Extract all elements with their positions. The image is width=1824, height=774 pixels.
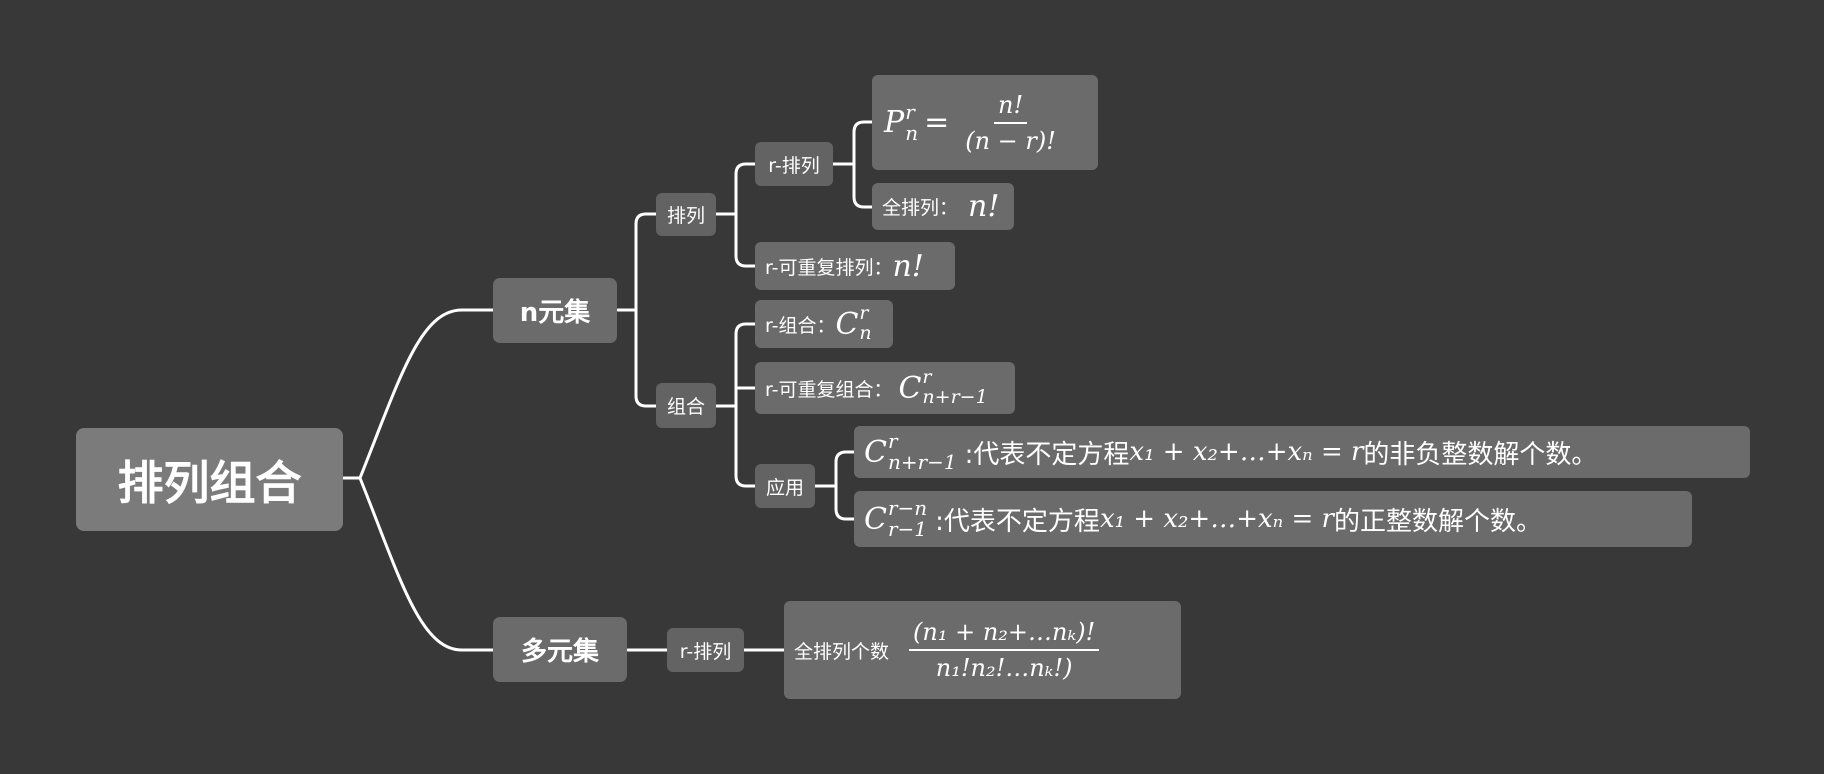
permutation-fraction: n! (n − r)! [961,91,1060,155]
nonneg-text-2: 的非负整数解个数。 [1363,439,1598,470]
multiset-denominator: n₁!n₂!…nₖ!) [935,654,1073,682]
positive-equation: x₁ + x₂+…+xₙ = r [1099,504,1334,534]
r-repeat-permutation-label: r-可重复排列： [765,256,893,279]
permutation-denominator: (n − r)! [965,126,1056,155]
r-permutation-label: r-排列 [768,154,820,177]
multi-set-label: 多元集 [520,637,599,667]
full-permutation-value: n! [968,189,1000,224]
n-set-label: n元集 [519,298,591,328]
multiset-r-permutation-label: r-排列 [679,640,732,663]
full-permutation-label: 全排列： [882,197,959,219]
application-label: 应用 [765,476,804,499]
r-repeat-permutation-value: n! [892,248,924,284]
combination-node[interactable]: 组合 [656,383,716,428]
connector-root-nset [342,308,497,480]
connector-perm-rperm [714,162,759,216]
connector-rperm-formula [831,120,875,166]
connector-rperm-full [852,162,875,209]
r-permutation-node[interactable]: r-排列 [755,142,833,186]
root-node[interactable]: 排列组合 [76,428,343,531]
permutation-label: 排列 [666,205,705,227]
multiset-numerator: (n₁ + n₂+…nₖ)! [909,618,1100,651]
permutation-equals: = [924,105,950,140]
combination-label: 组合 [666,396,705,418]
nonneg-text-1: :代表不定方程 [964,439,1130,470]
positive-c-symbol: C [864,501,887,537]
application-node[interactable]: 应用 [755,464,815,508]
nonneg-equation: x₁ + x₂+…+xₙ = r [1129,437,1364,467]
positive-text-2: 的正整数解个数。 [1333,506,1542,537]
full-permutation-node[interactable]: 全排列： n! [872,183,1014,230]
r-repeat-combination-symbol: C [898,370,922,406]
root-label: 排列组合 [117,455,302,510]
r-combination-label: r-组合： [765,314,836,337]
permutation-symbol: P [884,105,905,140]
connector-comb-app [734,404,759,488]
r-combination-symbol: C [835,306,859,342]
connector-nset-perm [616,212,660,312]
connector-root-multiset [342,476,497,652]
connector-nset-comb [634,308,660,408]
multiset-r-permutation-node[interactable]: r-排列 [667,628,744,672]
multiset-full-permutation-node[interactable]: 全排列个数 (n₁ + n₂+…nₖ)! n₁!n₂!…nₖ!) [784,601,1181,699]
multiset-full-permutation-label: 全排列个数 [794,640,890,663]
connector-comb-rcomb [714,322,759,408]
multiset-fraction: (n₁ + n₂+…nₖ)! n₁!n₂!…nₖ!) [909,618,1100,682]
connector-comb-rrepeat [734,386,759,408]
connector-perm-rrepeat [734,212,759,268]
connector-app-positive [834,484,857,521]
multi-set-node[interactable]: 多元集 [493,617,627,682]
permutation-numerator: n! [994,91,1028,124]
r-repeat-combination-label: r-可重复组合： [765,378,893,401]
permutation-node[interactable]: 排列 [656,193,716,236]
nonneg-c-symbol: C [864,434,887,470]
r-repeat-permutation-node[interactable]: r-可重复排列： n! [755,242,955,290]
connector-app-nonneg [813,450,857,488]
positive-text-1: :代表不定方程 [935,506,1100,537]
n-set-node[interactable]: n元集 [493,278,617,343]
